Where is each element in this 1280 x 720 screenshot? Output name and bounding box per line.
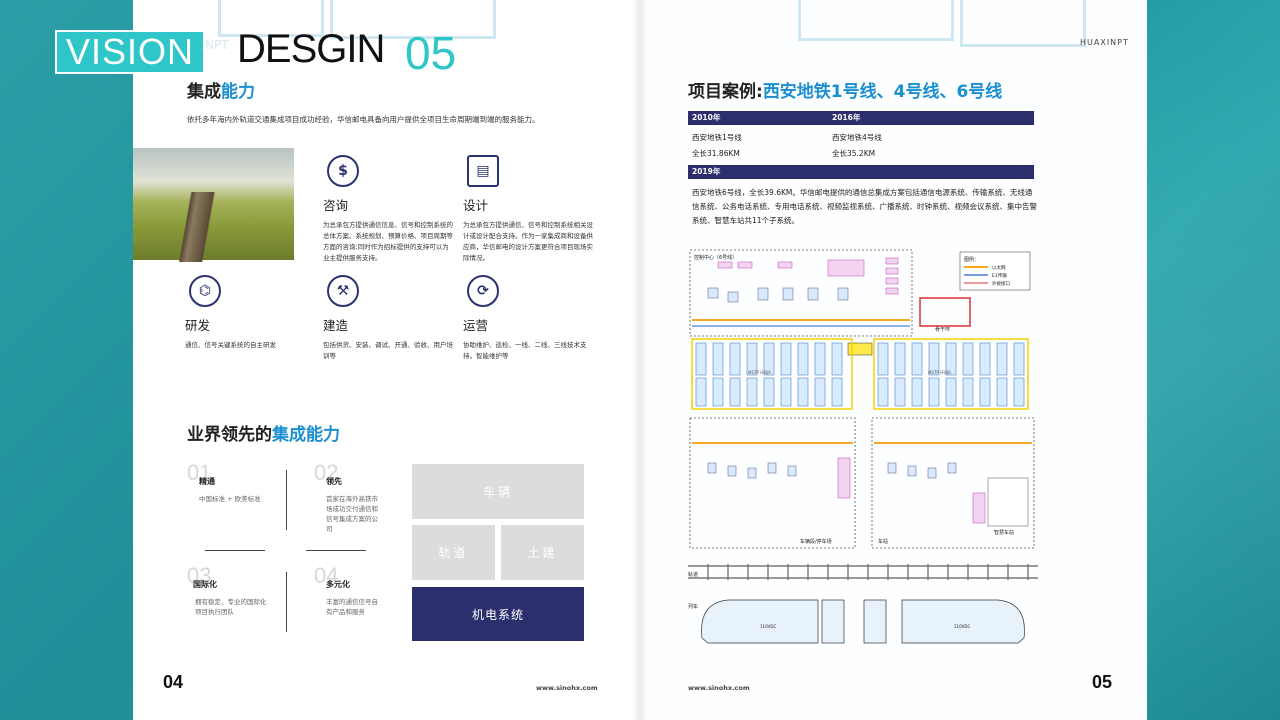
year-bar-2: 2019年 — [688, 165, 1034, 179]
section1-title: 集成能力 — [187, 82, 255, 102]
document-icon: ▤ — [467, 155, 499, 187]
service-rnd: ⌬ 研发 通信、信号关键系统的自主研发 — [185, 275, 315, 351]
svg-text:外接接口: 外接接口 — [992, 280, 1010, 287]
intro-text: 依托多年海内外轨道交通集成项目成功经验，华信邮电具备向用户提供全项目生命周期端到… — [187, 115, 540, 124]
svg-text:以太网: 以太网 — [992, 264, 1006, 271]
deco-frame — [960, 0, 1086, 47]
line4-length: 全长35.2KM — [832, 149, 876, 158]
year-bar-1: 2010年 2016年 — [688, 111, 1034, 125]
background-wave — [1130, 0, 1280, 720]
svg-text:110VDC: 110VDC — [954, 624, 970, 629]
crane-icon: ⚒ — [327, 275, 359, 307]
dollar-icon: $ — [327, 155, 359, 187]
chapter-number: 05 — [405, 27, 457, 79]
line1-name: 西安地铁1号线 — [692, 133, 742, 142]
service-design: ▤ 设计 为总承包方提供通信、信号和控制系统相关设计或设计配合支持。作为一家集成… — [463, 155, 593, 264]
tile-vehicle: 车辆 — [412, 464, 584, 519]
section2-title: 业界领先的集成能力 — [187, 425, 340, 445]
dna-icon: ⌬ — [189, 275, 221, 307]
page-fold-shadow — [632, 0, 648, 720]
left-page: 集成能力 依托多年海内外轨道交通集成项目成功经验，华信邮电具备向用户提供全项目生… — [133, 0, 640, 720]
svg-text:车辆段/停车场: 车辆段/停车场 — [800, 538, 832, 545]
case-title: 项目案例:西安地铁1号线、4号线、6号线 — [688, 82, 1003, 102]
svg-text:轨道: 轨道 — [688, 571, 698, 578]
service-consult: $ 咨询 为总承包方提供通信信息、信号和控制系统的总体方案、系统规划、预算价格、… — [323, 155, 453, 264]
website-url: www.sinohx.com — [688, 684, 750, 692]
page-number: 04 — [163, 672, 184, 692]
right-page: 项目案例:西安地铁1号线、4号线、6号线 2010年 2016年 西安地铁1号线… — [640, 0, 1147, 720]
service-operate: ⟳ 运营 协助维护、巡检、一线、二线、三线技术支持，智能维护等 — [463, 275, 593, 362]
control-center-label: 控制中心（6号线） — [694, 254, 737, 261]
brand-text: HUAXINPT — [1080, 38, 1129, 47]
tile-track: 轨道 — [412, 525, 495, 580]
capability-item-04: 04 多元化 丰富的通信信号自有产品和服务 — [314, 563, 378, 617]
page-number: 05 — [1092, 672, 1113, 692]
npt-text: NPT — [205, 38, 229, 52]
desgin-title: DESGIN — [237, 27, 385, 71]
line4-name: 西安地铁4号线 — [832, 133, 882, 142]
line1-length: 全长31.86KM — [692, 149, 740, 158]
svg-text:MSTP 环网B: MSTP 环网B — [928, 370, 951, 375]
deco-frame — [330, 0, 496, 39]
deco-frame — [798, 0, 954, 41]
capability-item-03: 03 国际化 拥有稳定、专业的国际化项目执行团队 — [187, 563, 267, 617]
tile-civil: 土建 — [501, 525, 584, 580]
svg-text:车站: 车站 — [878, 538, 888, 545]
svg-text:E1传输: E1传输 — [992, 272, 1007, 279]
vision-badge: VISION — [55, 30, 205, 74]
svg-text:110VDC: 110VDC — [760, 624, 776, 629]
legend-title: 图例： — [964, 256, 979, 263]
capability-item-02: 02 领先 首家在海外高铁市场成功交付通信和信号集成方案的公司 — [314, 460, 378, 534]
svg-text:MSTP 环网A: MSTP 环网A — [748, 370, 771, 375]
service-build: ⚒ 建造 包括供货、安装、调试、开通、验收、用户培训等 — [323, 275, 453, 362]
svg-text:列车: 列车 — [688, 603, 698, 610]
tile-mech-system: 机电系统 — [412, 587, 584, 641]
mstp-node-row-1 — [695, 342, 1025, 407]
cycle-icon: ⟳ — [467, 275, 499, 307]
line6-description: 西安地铁6号线，全长39.6KM。华信邮电提供的通信总集成方案包括通信电源系统、… — [692, 188, 1037, 225]
capability-item-01: 01 精通 中国标准 + 欧美标准 — [187, 460, 261, 504]
railway-photo — [133, 148, 294, 262]
website-url: www.sinohx.com — [536, 684, 598, 692]
deco-frame — [218, 0, 324, 37]
svg-text:骨干环: 骨干环 — [935, 327, 950, 333]
system-architecture-diagram: 控制中心（6号线） 图例： 以太网 E1传输 外接接口 骨干环 — [688, 249, 1038, 644]
svg-text:智慧车站: 智慧车站 — [994, 529, 1014, 536]
